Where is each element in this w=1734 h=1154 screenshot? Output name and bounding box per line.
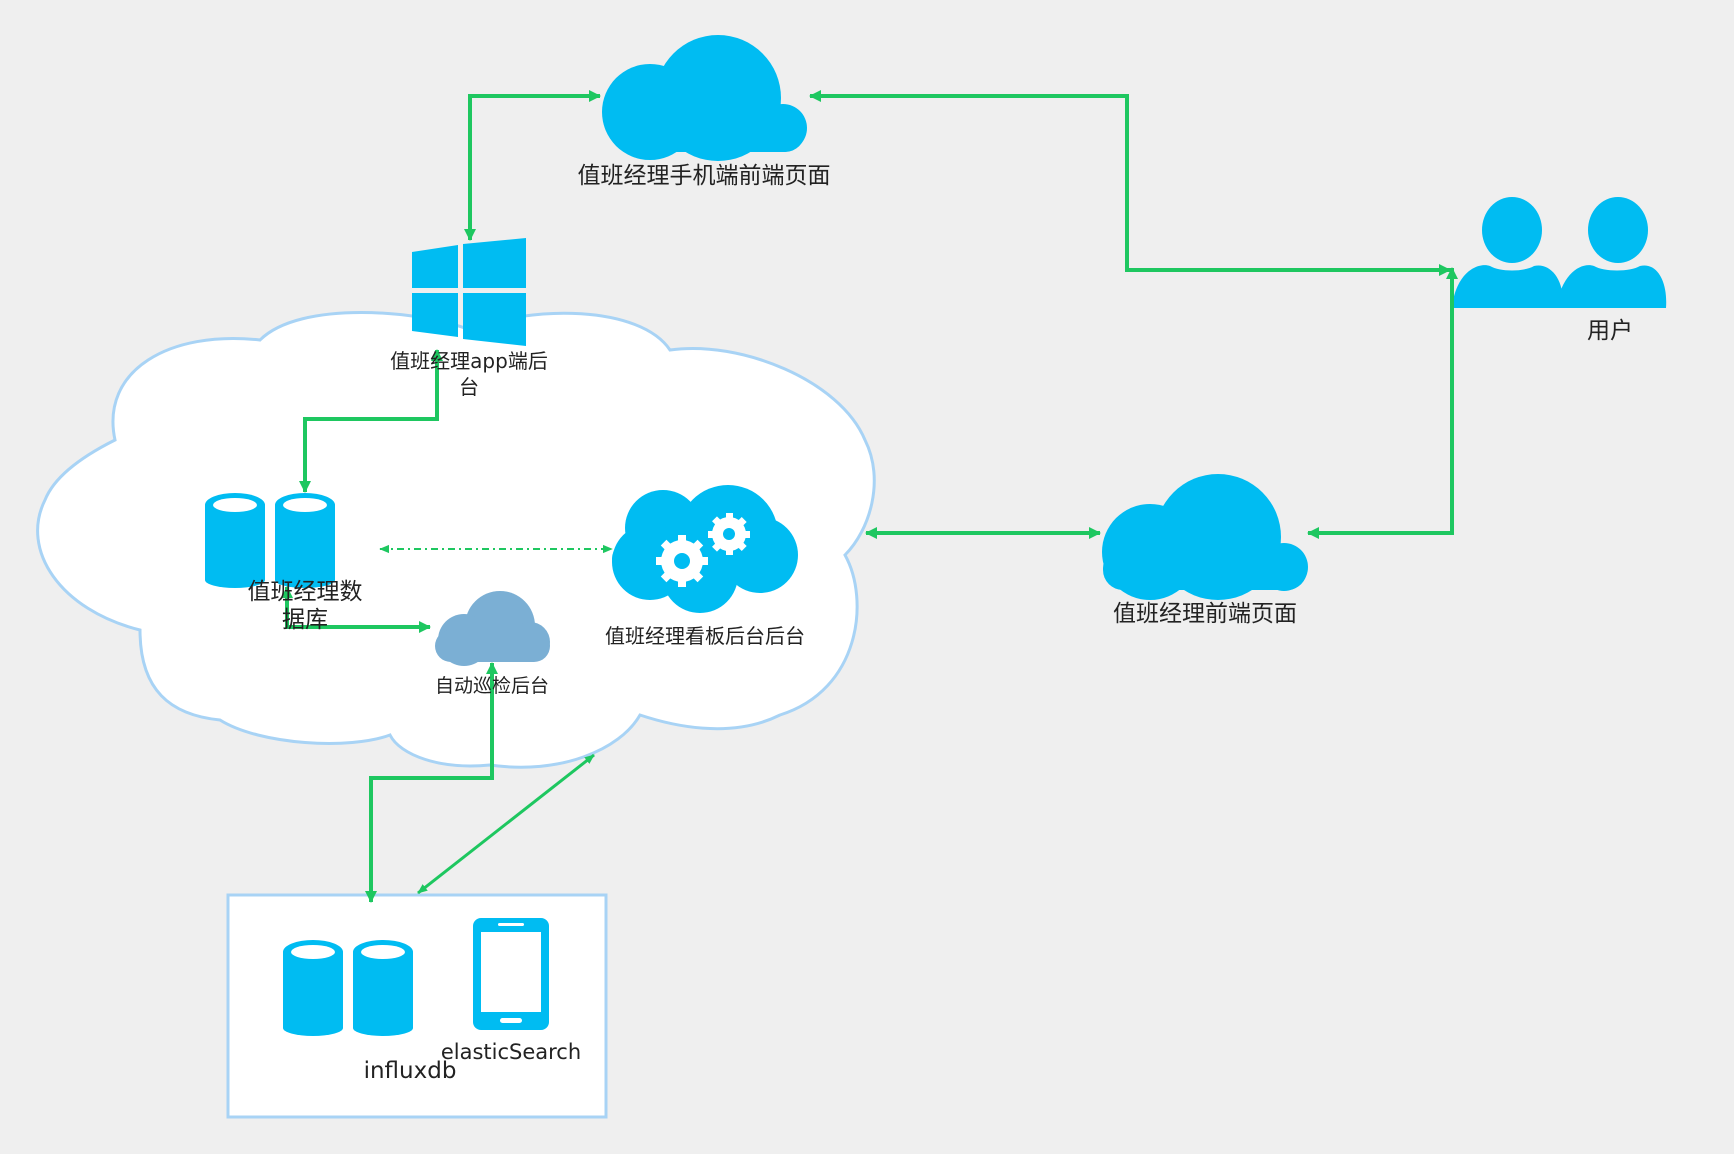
mobile-phone-icon: [473, 918, 549, 1030]
web-frontend-label: 值班经理前端页面: [1113, 601, 1297, 627]
influxdb-label: influxdb: [363, 1058, 457, 1084]
cloud-icon: [602, 35, 807, 161]
users-label: 用户: [1587, 318, 1633, 344]
app-backend-label: 值班经理app端后 台: [369, 348, 569, 400]
dashboard-backend-label: 值班经理看板后台后台: [605, 624, 805, 648]
database-label-line1: 值班经理数: [247, 579, 363, 605]
cloud-gears-icon: [612, 485, 798, 613]
connector-app-to-database: [299, 349, 443, 493]
elasticsearch-label: elasticSearch: [440, 1040, 582, 1064]
app-backend-label-line2: 台: [459, 375, 479, 399]
cloud-icon: [435, 591, 550, 666]
connector-database-to-inspection: [281, 586, 431, 633]
connector-zone-to-elasticsearch: [417, 753, 595, 895]
mobile-frontend-label: 值班经理手机端前端页面: [577, 163, 831, 189]
connector-app-to-mobile-frontend: [464, 90, 601, 241]
auto-inspection-label: 自动巡检后台: [434, 675, 549, 697]
connector-mobile-frontend-to-users: [809, 90, 1451, 276]
connector-web-frontend-to-users: [1307, 267, 1458, 539]
cloud-icon: [1102, 474, 1308, 600]
windows-logo-icon: [412, 238, 526, 346]
database-label: 值班经理数 据库: [225, 578, 385, 634]
users-icon: [1452, 197, 1667, 308]
database-label-line2: 据库: [282, 607, 328, 633]
database-icon: [205, 493, 335, 588]
database-icon: [283, 940, 413, 1036]
app-backend-label-line1: 值班经理app端后: [390, 349, 548, 373]
